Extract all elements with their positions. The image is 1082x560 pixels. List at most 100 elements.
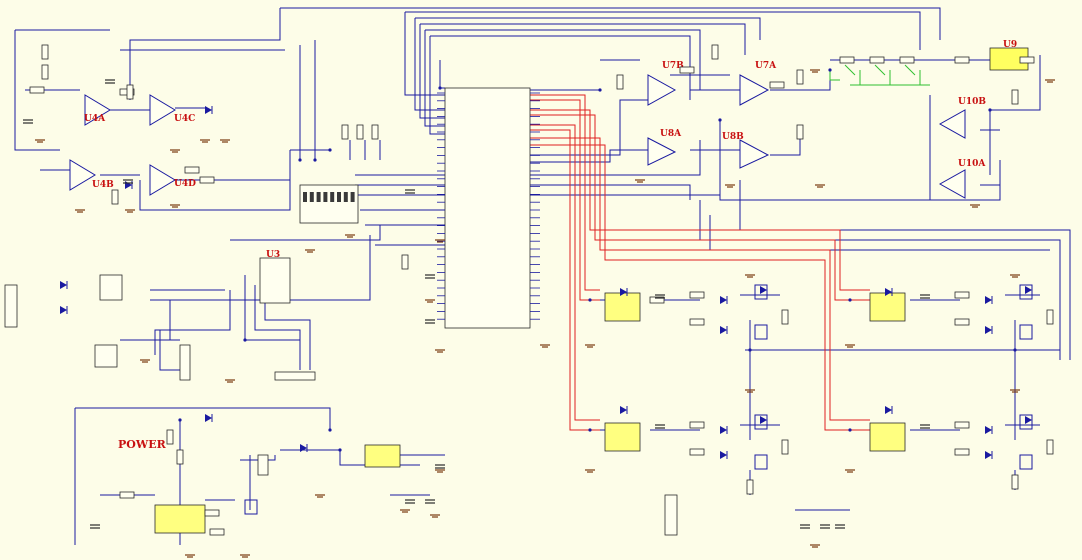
dip-switch <box>299 184 359 224</box>
wire-junction <box>313 158 317 162</box>
resistor <box>649 296 665 304</box>
wire-junction <box>718 118 722 122</box>
wire-junction <box>178 418 182 422</box>
wire-junction <box>298 158 302 162</box>
diode-icon <box>620 406 627 414</box>
wire-junction <box>1013 348 1017 352</box>
resistor <box>401 254 409 270</box>
resistor <box>954 291 970 299</box>
power-label: POWER <box>118 438 167 451</box>
wire-junction <box>848 428 852 432</box>
resistor <box>899 56 915 64</box>
resistor <box>199 176 215 184</box>
dip-switch-cell <box>316 192 321 202</box>
resistor <box>796 124 804 140</box>
diode-icon <box>985 296 992 304</box>
diodes <box>60 106 1033 459</box>
wire-junction <box>588 298 592 302</box>
resistor <box>679 66 695 74</box>
wire-junction <box>438 86 442 90</box>
resistor <box>769 81 785 89</box>
optocoupler-1 <box>99 274 123 301</box>
mosfet-icon <box>244 499 258 515</box>
resistor <box>356 124 364 140</box>
resistor <box>746 479 754 495</box>
opamp-u10a-label: U10A <box>958 159 986 169</box>
opamp-u4c-label: U4C <box>174 114 195 124</box>
opamp-u8b-label: U8B <box>722 132 744 142</box>
diode-icon <box>720 326 727 334</box>
resistor <box>166 429 174 445</box>
resistor <box>689 318 705 326</box>
relay-switches <box>829 64 930 86</box>
diode-icon <box>720 451 727 459</box>
diode-icon <box>125 181 132 189</box>
diode-icon <box>720 426 727 434</box>
resistor <box>1046 439 1054 455</box>
diode-icon <box>205 106 212 114</box>
resistor <box>689 421 705 429</box>
resistor <box>954 448 970 456</box>
ic-u9-label: U9 <box>1003 40 1017 50</box>
resistor <box>616 74 624 90</box>
capacitors <box>23 79 930 529</box>
opamp-u4b: U4B <box>69 159 114 191</box>
resistor <box>839 56 855 64</box>
diode-icon <box>60 281 67 289</box>
diode-icon <box>760 286 767 294</box>
opamp-u4c: U4C <box>149 94 195 126</box>
wire-junctions <box>178 68 1017 452</box>
resistor <box>204 509 220 517</box>
resistor <box>689 448 705 456</box>
ground-symbols <box>35 69 1055 558</box>
connector-bottom <box>274 371 316 381</box>
wire-junction <box>338 448 342 452</box>
ic-u9: U9 <box>989 40 1029 71</box>
diode-icon <box>760 416 767 424</box>
resistor <box>184 166 200 174</box>
resistor <box>869 56 885 64</box>
opamp-u8a-label: U8A <box>660 129 682 139</box>
resistor <box>796 69 804 85</box>
diode-icon <box>1025 286 1032 294</box>
diode-icon <box>885 406 892 414</box>
dip-switch-cell <box>303 192 307 202</box>
opamp-u4d-label: U4D <box>174 179 196 189</box>
resistor <box>41 64 49 80</box>
resistor <box>711 44 719 60</box>
dip-switch-cell <box>309 192 314 202</box>
diode-icon <box>985 326 992 334</box>
resistor <box>781 309 789 325</box>
mosfet-icon <box>1019 324 1033 340</box>
resistor <box>176 449 184 465</box>
resistors <box>29 44 1054 536</box>
ic-u3-label: U3 <box>266 250 280 260</box>
wire-junction <box>848 298 852 302</box>
wiring <box>14 7 1071 545</box>
wire-junction <box>243 338 247 342</box>
gate-driver-2 <box>869 292 906 322</box>
opamp-u10a: U10A <box>938 159 986 199</box>
dip-switch-cell <box>330 192 335 202</box>
wire-junction <box>828 68 832 72</box>
resistor <box>119 491 135 499</box>
opamp-u8b: U8B <box>722 132 770 169</box>
opamp-u7a: U7A <box>739 61 777 106</box>
diode-icon <box>985 426 992 434</box>
resistor <box>954 421 970 429</box>
diode-icon <box>885 288 892 296</box>
resistor <box>1019 56 1035 64</box>
mosfet-icon <box>1019 454 1033 470</box>
opamp-u7b: U7B <box>647 61 684 106</box>
gate-driver-4 <box>869 422 906 452</box>
resistor <box>29 86 45 94</box>
opamp-u10b-label: U10B <box>958 97 986 107</box>
wire-junction <box>748 348 752 352</box>
resistor <box>371 124 379 140</box>
wire-junction <box>328 148 332 152</box>
dip-switch-cell <box>350 192 355 202</box>
resistor <box>689 291 705 299</box>
dip-switch-cell <box>323 192 328 202</box>
connector-prog <box>664 494 678 536</box>
connector-left <box>4 284 18 328</box>
